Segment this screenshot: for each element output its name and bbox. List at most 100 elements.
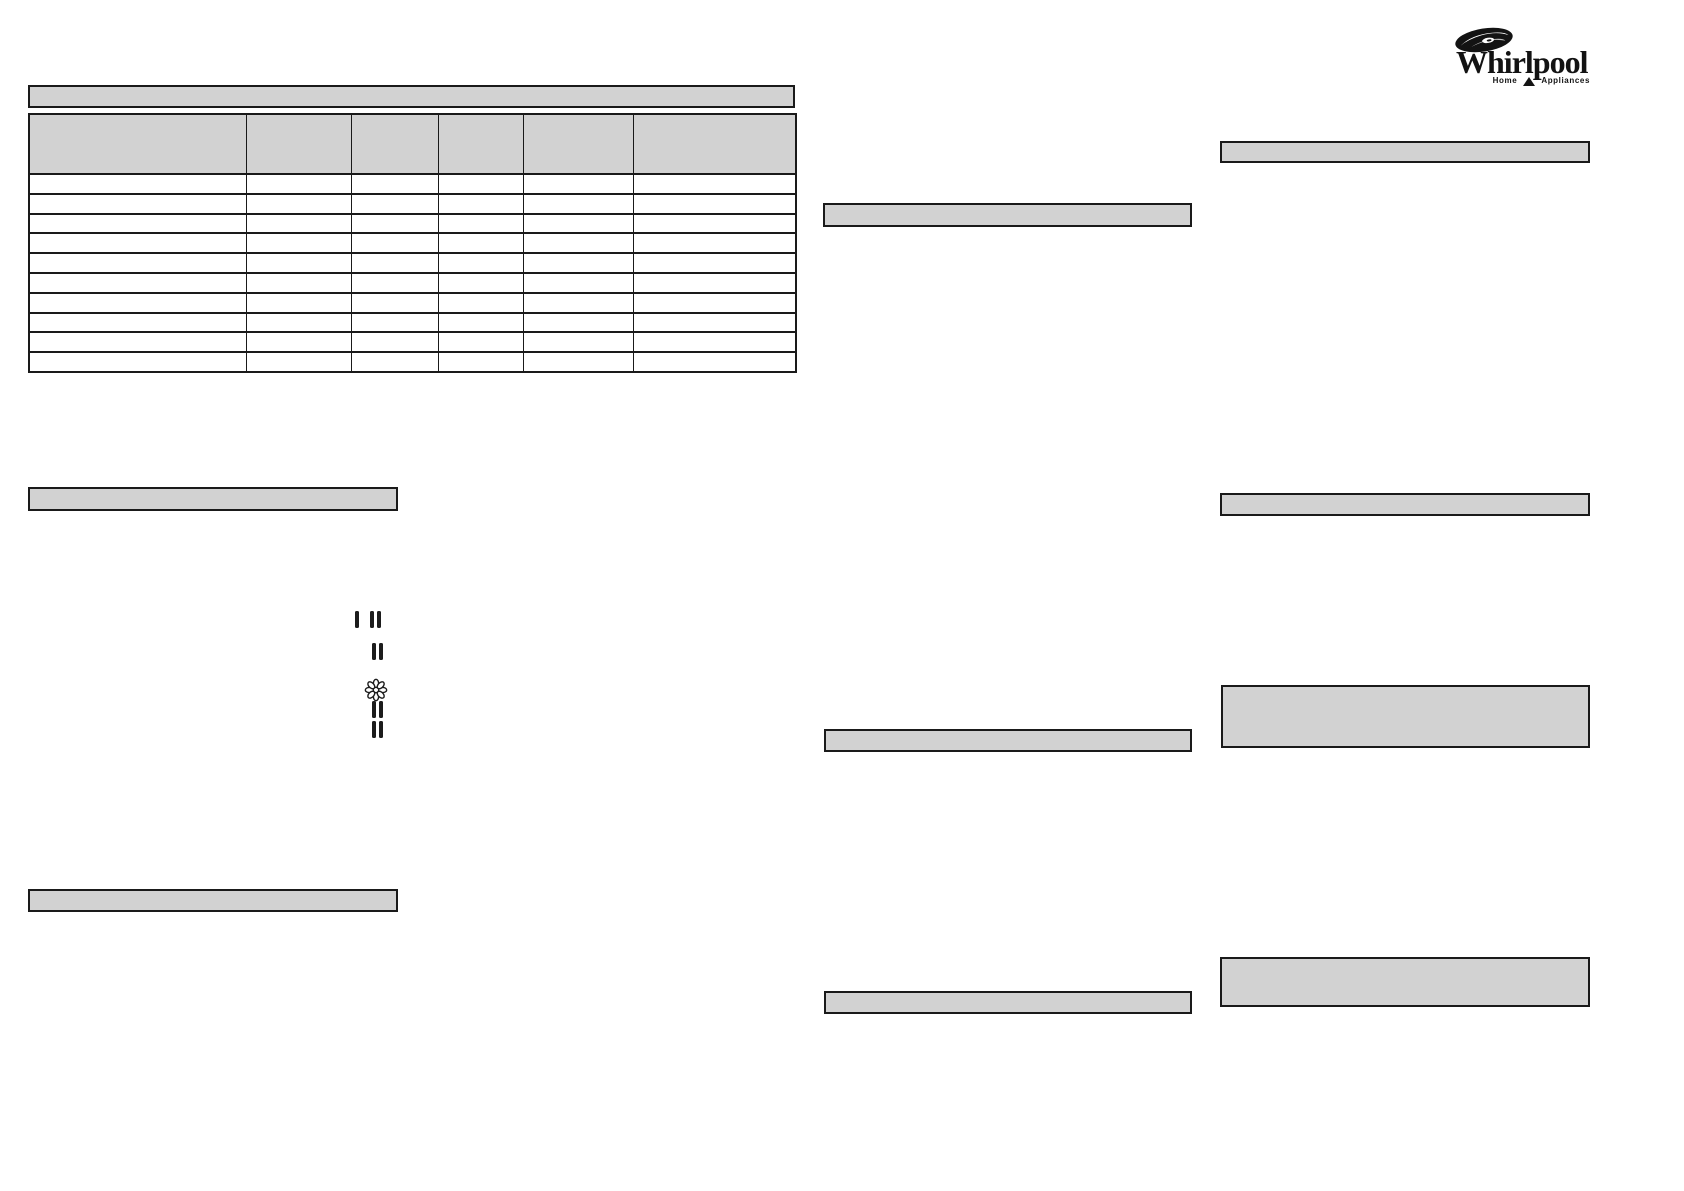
table-cell (522, 271, 634, 293)
table-header-cell-3 (437, 113, 524, 175)
table-cell (245, 252, 352, 273)
section-bar-right-2 (1220, 493, 1590, 516)
switch-bar-icon (355, 611, 359, 628)
switch-symbol-position-2 (372, 643, 386, 660)
logo-wordmark: Whirlpool (1456, 44, 1588, 80)
table-cell (245, 271, 352, 293)
table-cell (437, 351, 524, 372)
table-cell (632, 331, 797, 353)
table-row (28, 271, 797, 293)
table-cell (28, 252, 247, 273)
table-header-row (28, 113, 797, 175)
table-cell (437, 232, 524, 254)
table-cell (632, 192, 797, 214)
table-cell (28, 351, 247, 372)
table-cell (437, 271, 524, 293)
table-cell (350, 271, 439, 293)
table-row (28, 311, 797, 333)
table-cell (245, 232, 352, 254)
switch-bar-icon (379, 721, 383, 738)
switch-bar-icon (379, 701, 383, 718)
switch-symbol-fan-upper (372, 701, 386, 718)
table-row (28, 291, 797, 313)
table-cell (632, 311, 797, 333)
section-bar-middle-2 (824, 729, 1192, 752)
table-cell (632, 173, 797, 194)
switch-bar-gap (362, 619, 370, 620)
table-cell (522, 252, 634, 273)
table-row (28, 212, 797, 234)
table-row (28, 232, 797, 254)
table-cell (245, 291, 352, 313)
table-row (28, 351, 797, 372)
table-cell (632, 232, 797, 254)
switch-bar-icon (372, 721, 376, 738)
logo-triangle-icon (1523, 77, 1536, 86)
logo-tagline-appliances: Appliances (1541, 76, 1590, 85)
table-cell (522, 351, 634, 372)
table-cell (245, 173, 352, 194)
table-cell (350, 252, 439, 273)
table-cell (28, 331, 247, 353)
switch-bar-icon (370, 611, 374, 628)
table-header-cell-0 (28, 113, 247, 175)
table-cell (437, 331, 524, 353)
section-box-right-1 (1221, 685, 1590, 748)
table-cell (522, 331, 634, 353)
table-cell (437, 192, 524, 214)
section-bar-left-2 (28, 889, 398, 912)
table-cell (28, 271, 247, 293)
switch-bar-icon (379, 643, 383, 660)
section-bar-left-1 (28, 487, 398, 511)
table-cell (28, 311, 247, 333)
table-cell (350, 311, 439, 333)
section-bar-middle-3 (824, 991, 1192, 1014)
whirlpool-swirl-icon (1455, 27, 1513, 53)
table-cell (350, 331, 439, 353)
table-cell (350, 291, 439, 313)
table-cell (350, 192, 439, 214)
section-bar-right-1 (1220, 141, 1590, 163)
table-cell (522, 232, 634, 254)
table-row (28, 252, 797, 273)
table-cell (632, 291, 797, 313)
table-cell (632, 212, 797, 234)
section-bar-middle-1 (823, 203, 1192, 227)
table-cell (522, 192, 634, 214)
table-row (28, 192, 797, 214)
table-cell (28, 212, 247, 234)
table-cell (522, 212, 634, 234)
table-cell (522, 311, 634, 333)
switch-symbol-position-1-2 (355, 611, 384, 628)
table-cell (28, 192, 247, 214)
table-cell (437, 311, 524, 333)
table-cell (350, 351, 439, 372)
table-row (28, 331, 797, 353)
table-header-cell-1 (245, 113, 352, 175)
table-cell (522, 291, 634, 313)
table-row (28, 173, 797, 194)
table-cell (632, 252, 797, 273)
table-cell (437, 291, 524, 313)
table-cell (28, 291, 247, 313)
table-cell (632, 271, 797, 293)
switch-bar-icon (372, 701, 376, 718)
section-box-right-2 (1220, 957, 1590, 1007)
fan-flower-icon (364, 678, 388, 702)
table-cell (522, 173, 634, 194)
whirlpool-logo: Whirlpool Home Appliances (1448, 26, 1598, 88)
table-header-cell-5 (632, 113, 797, 175)
table-cell (632, 351, 797, 372)
table-cell (350, 173, 439, 194)
logo-tagline-home: Home (1492, 76, 1518, 85)
table-cell (437, 173, 524, 194)
table-cell (245, 212, 352, 234)
logo-tagline: Home Appliances (1492, 76, 1590, 86)
switch-symbol-fan-lower (372, 721, 386, 738)
program-table (28, 113, 797, 373)
table-title-bar (28, 85, 795, 108)
program-table-grid (28, 113, 797, 373)
table-cell (350, 212, 439, 234)
switch-bar-icon (372, 643, 376, 660)
